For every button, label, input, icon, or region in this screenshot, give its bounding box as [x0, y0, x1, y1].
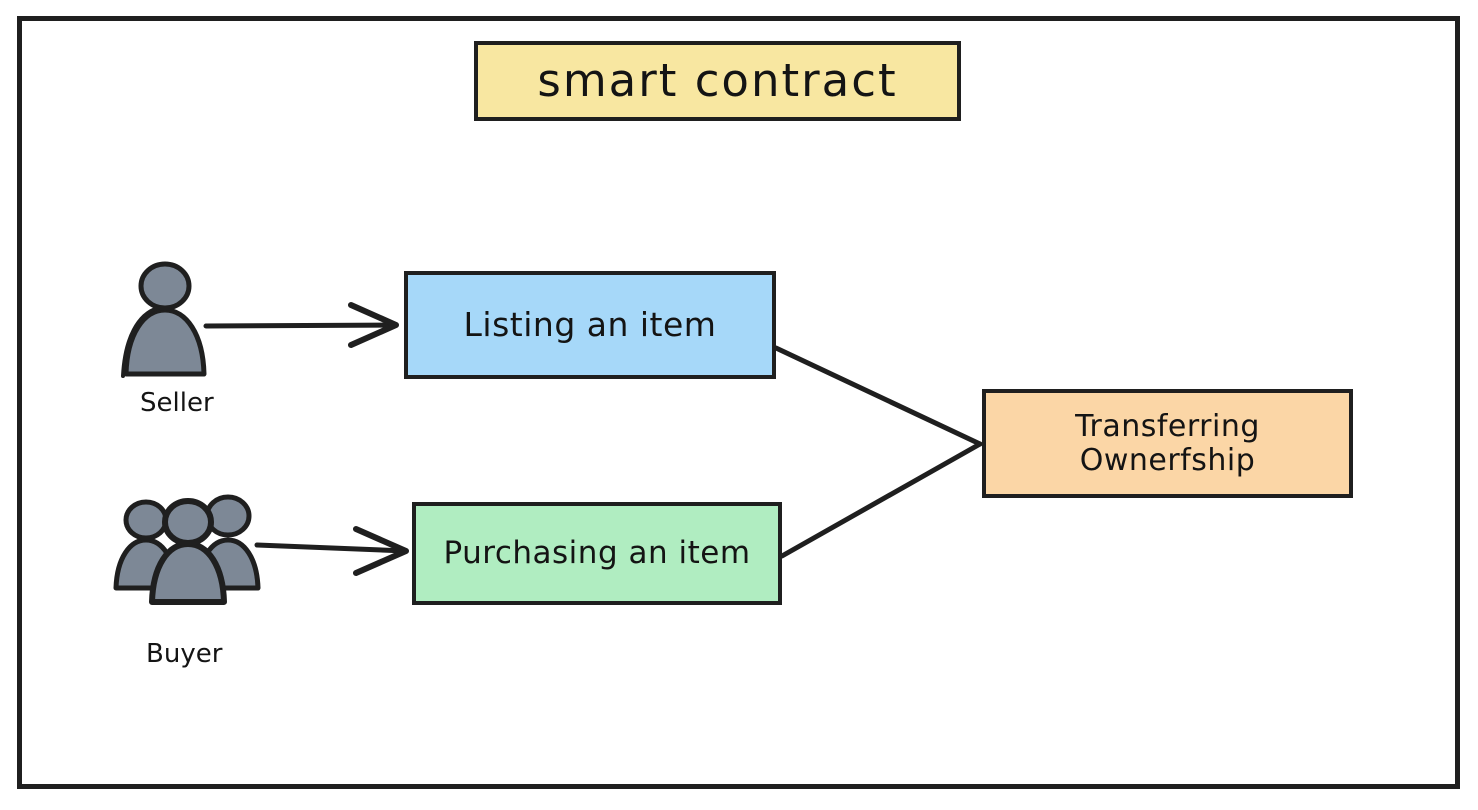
process-box-transfer-label-line2: Ownerfship — [1079, 442, 1256, 478]
seller-label: Seller — [140, 388, 214, 418]
process-box-listing-label: Listing an item — [463, 304, 717, 344]
title-box-smart-contract: smart contract — [474, 41, 961, 121]
buyer-group-icon — [108, 482, 268, 608]
process-box-purchasing-an-item: Purchasing an item — [412, 502, 782, 605]
seller-person-icon — [108, 258, 228, 384]
process-box-transferring-ownership: Transferring Ownerfship — [982, 389, 1353, 498]
process-box-listing-an-item: Listing an item — [404, 271, 776, 379]
buyer-label: Buyer — [146, 639, 223, 669]
process-box-transfer-label: Transferring Ownerfship — [1065, 410, 1270, 477]
process-box-purchasing-label: Purchasing an item — [443, 535, 751, 572]
process-box-transfer-label-line1: Transferring — [1075, 408, 1260, 444]
title-box-label: smart contract — [537, 53, 898, 107]
diagram-frame — [17, 16, 1460, 789]
